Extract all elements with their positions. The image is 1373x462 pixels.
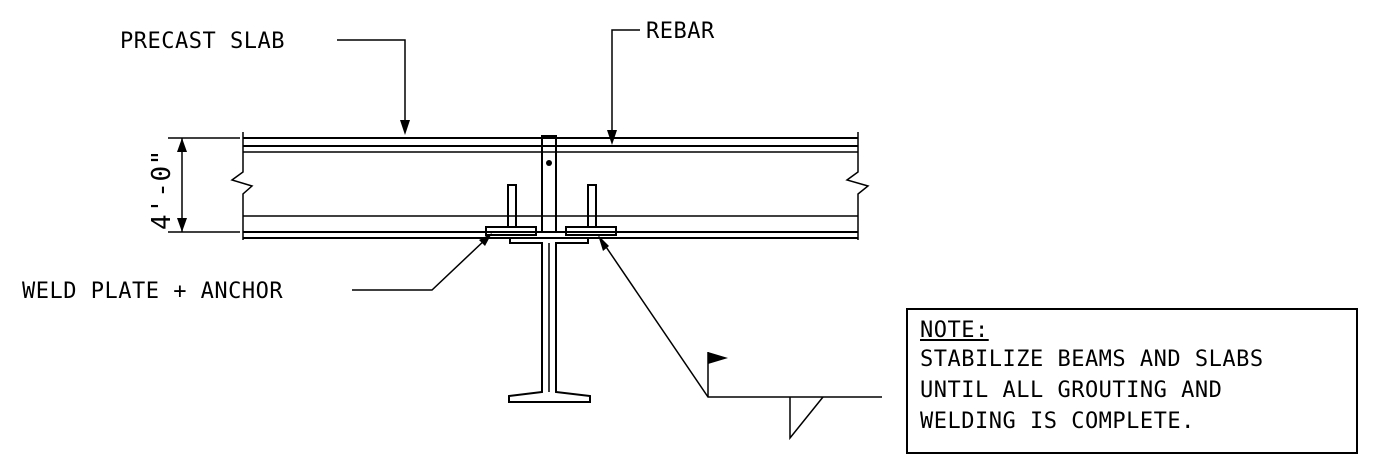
precast-slab-label: PRECAST SLAB (120, 29, 285, 54)
weld-plate-leader (352, 233, 492, 291)
rebar-leader (607, 29, 640, 145)
weld-symbol (598, 235, 882, 441)
weld-plate-label: WELD PLATE + ANCHOR (22, 279, 283, 304)
slab-joint (541, 135, 557, 233)
note-line-1: STABILIZE BEAMS AND SLABS (920, 347, 1264, 372)
note-title: NOTE: (920, 318, 989, 343)
weld-anchors (507, 184, 597, 228)
rebar-label: REBAR (646, 19, 715, 44)
precast-slab-leader (337, 39, 410, 135)
precast-slab (230, 132, 870, 240)
note-line-2: UNTIL ALL GROUTING AND (920, 378, 1223, 403)
dimension-marker (168, 137, 240, 233)
dimension-label: 4'-0" (147, 149, 177, 230)
note-line-3: WELDING IS COMPLETE. (920, 409, 1195, 434)
steel-beam (508, 237, 591, 403)
note-box (906, 308, 1358, 454)
weld-plates (485, 226, 617, 236)
